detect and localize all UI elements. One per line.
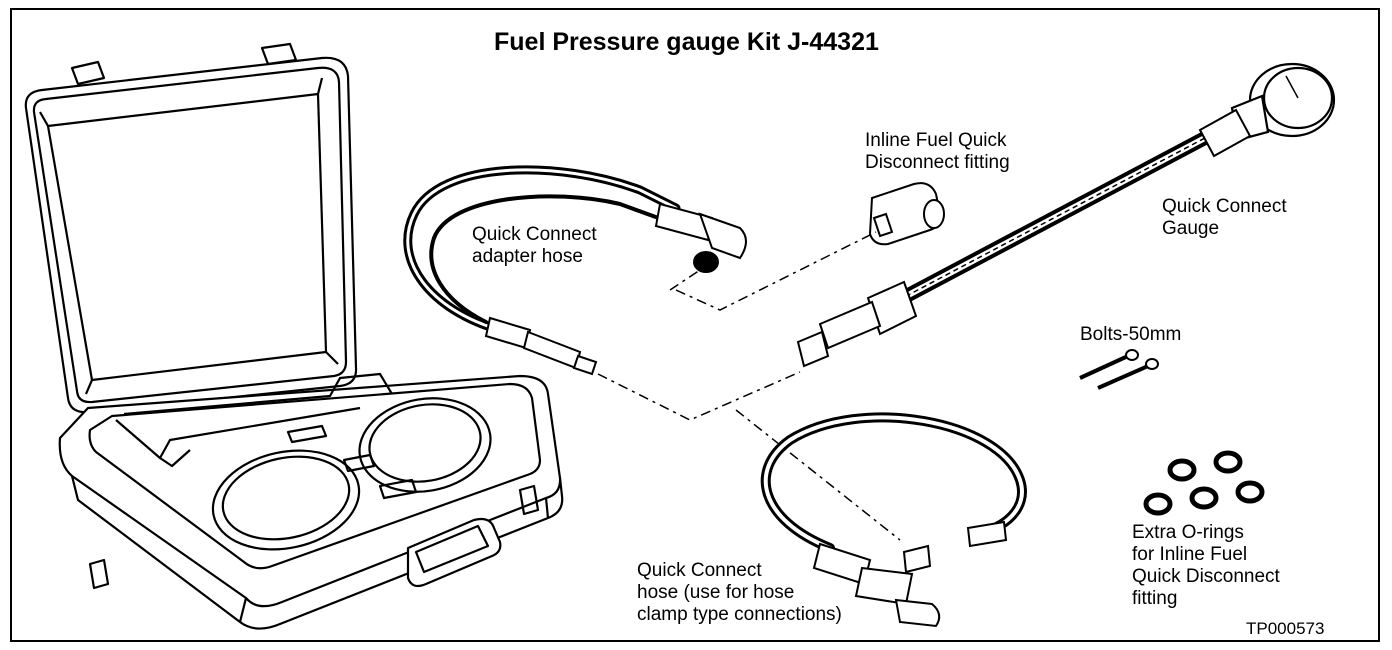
label-adapter-hose: Quick Connect adapter hose (472, 224, 597, 267)
label-gauge: Quick Connect Gauge (1162, 196, 1287, 239)
adapter-fitting-icon (484, 202, 747, 376)
clamp-fitting-icon (812, 520, 1008, 628)
inline-fitting-icon (868, 182, 945, 246)
label-o-rings: Extra O-rings for Inline Fuel Quick Disc… (1132, 522, 1280, 609)
pressure-gauge-icon (1230, 62, 1336, 142)
gauge-fitting-icon (796, 108, 1252, 368)
adapter-hose-icon (403, 165, 681, 335)
figure-id: TP000573 (1246, 619, 1325, 638)
label-inline-fitting: Inline Fuel Quick Disconnect fitting (865, 130, 1010, 173)
connection-lines (597, 231, 901, 541)
gauge-hose-icon (873, 123, 1227, 317)
clamp-hose-icon (760, 412, 1027, 553)
label-bolts: Bolts-50mm (1080, 324, 1182, 345)
diagram-title: Fuel Pressure gauge Kit J-44321 (494, 28, 879, 56)
carrying-case-icon (24, 42, 564, 630)
bolt-icon (1079, 349, 1159, 390)
label-clamp-hose: Quick Connect hose (use for hose clamp t… (637, 560, 842, 625)
o-ring-icon (1143, 450, 1265, 516)
